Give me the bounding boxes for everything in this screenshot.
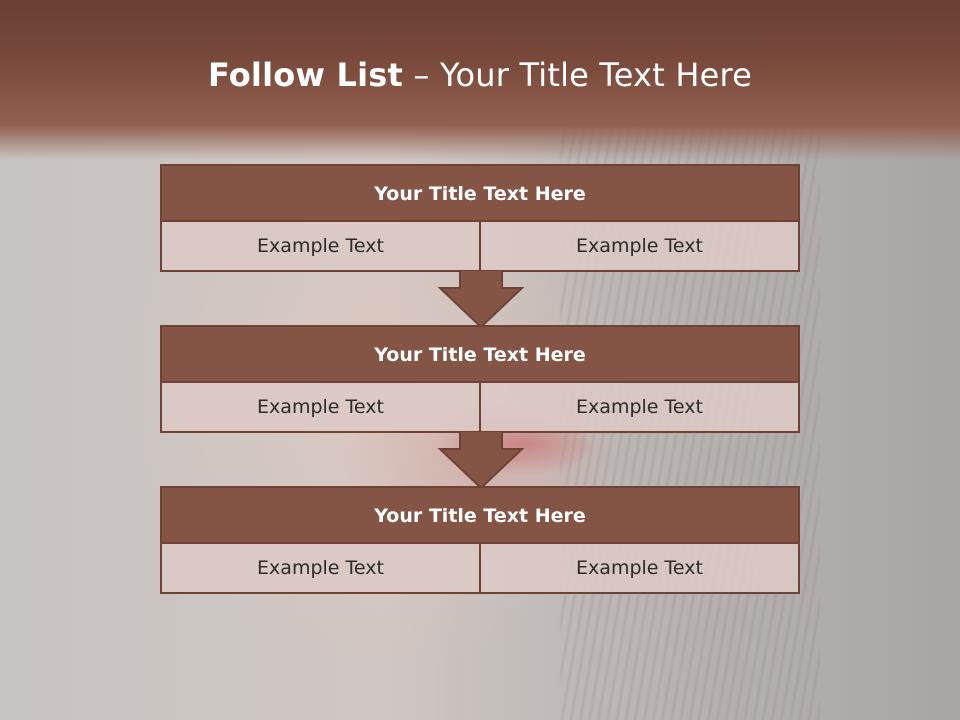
block-cell-left: Example Text bbox=[162, 544, 479, 592]
block-row: Example Text Example Text bbox=[162, 544, 798, 592]
block-cell-left: Example Text bbox=[162, 222, 479, 270]
block-title: Your Title Text Here bbox=[162, 488, 798, 544]
slide-title-rest: – Your Title Text Here bbox=[403, 56, 753, 94]
block-cell-left: Example Text bbox=[162, 383, 479, 431]
list-block-1: Your Title Text Here Example Text Exampl… bbox=[160, 164, 800, 272]
slide-title-bold: Follow List bbox=[207, 56, 404, 94]
slide-title: Follow List – Your Title Text Here bbox=[0, 56, 960, 94]
block-cell-right: Example Text bbox=[479, 383, 798, 431]
title-bar bbox=[0, 0, 960, 160]
block-cell-right: Example Text bbox=[479, 544, 798, 592]
block-row: Example Text Example Text bbox=[162, 222, 798, 270]
block-title: Your Title Text Here bbox=[162, 327, 798, 383]
list-block-3: Your Title Text Here Example Text Exampl… bbox=[160, 486, 800, 594]
block-row: Example Text Example Text bbox=[162, 383, 798, 431]
arrow-down-icon bbox=[438, 431, 524, 489]
list-block-2: Your Title Text Here Example Text Exampl… bbox=[160, 325, 800, 433]
arrow-down-icon bbox=[438, 270, 524, 328]
block-title: Your Title Text Here bbox=[162, 166, 798, 222]
block-cell-right: Example Text bbox=[479, 222, 798, 270]
